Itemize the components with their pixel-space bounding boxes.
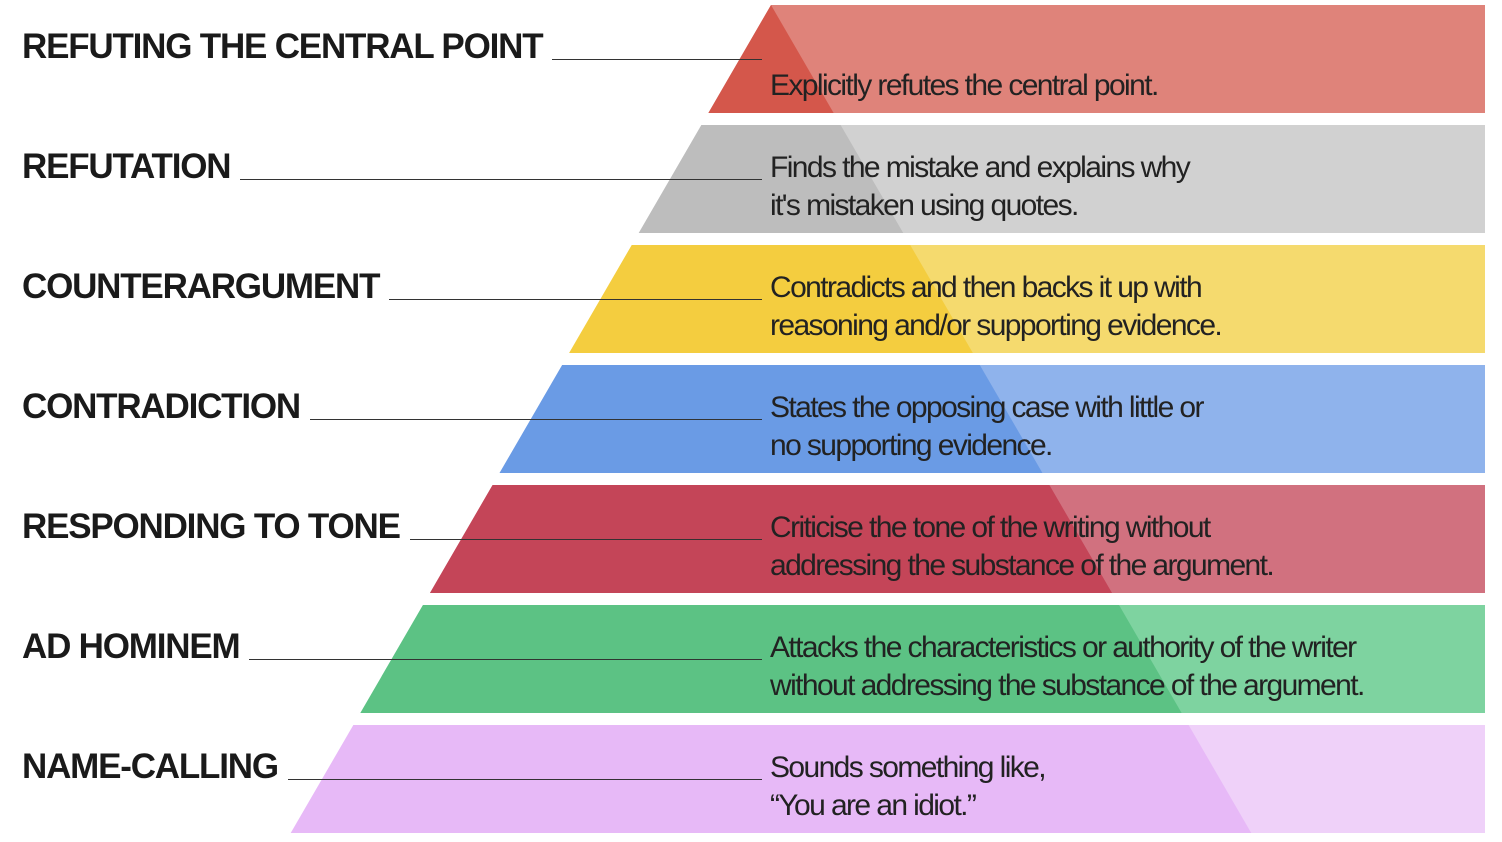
level-label: REFUTING THE CENTRAL POINT [22,27,544,66]
description-line: Attacks the characteristics or authority… [770,631,1357,664]
band-3-dark [569,245,973,353]
description-line: addressing the substance of the argument… [770,549,1275,582]
leader-line [552,59,762,60]
level-row: REFUTING THE CENTRAL POINT [22,27,762,67]
band-2-dark [638,125,904,233]
level-description: Criticise the tone of the writing withou… [770,509,1275,585]
leader-line [249,659,762,660]
band-5-dark [429,485,1113,593]
leader-line [409,539,762,540]
level-row: AD HOMINEM [22,627,762,667]
level-description: Contradicts and then backs it up with rea… [770,269,1223,345]
level-description: Finds the mistake and explains why it's m… [770,149,1191,225]
leader-line [240,179,762,180]
level-label: AD HOMINEM [22,627,241,666]
band-4-dark [499,365,1043,473]
description-line: Explicitly refutes the central point. [770,69,1159,102]
description-line: “You are an idiot.” [770,789,977,822]
description-line: Sounds something like, [770,751,1047,784]
description-line: reasoning and/or supporting evidence. [770,309,1223,342]
level-description: Attacks the characteristics or authority… [770,629,1365,705]
level-row: RESPONDING TO TONE [22,507,762,547]
level-label: RESPONDING TO TONE [22,507,401,546]
level-label: CONTRADICTION [22,387,301,426]
band-1-dark [708,5,834,113]
description-line: without addressing the substance of the … [770,669,1365,702]
leader-line [310,419,762,420]
description-line: States the opposing case with little or [770,391,1204,424]
leader-line [389,299,762,300]
level-row: NAME-CALLING [22,747,762,787]
level-label: REFUTATION [22,147,232,186]
level-row: COUNTERARGUMENT [22,267,762,307]
band-6-dark [360,605,1182,713]
level-description: Sounds something like, “You are an idiot.… [770,749,1047,825]
band-1-light [708,5,1485,113]
level-description: States the opposing case with little or n… [770,389,1204,465]
description-line: it's mistaken using quotes. [770,189,1079,222]
level-label: COUNTERARGUMENT [22,267,380,306]
level-row: CONTRADICTION [22,387,762,427]
leader-line [287,779,762,780]
description-line: no supporting evidence. [770,429,1053,462]
band-7-dark [290,725,1252,833]
description-line: Finds the mistake and explains why [770,151,1191,184]
level-label: NAME-CALLING [22,747,279,786]
description-line: Contradicts and then backs it up with [770,271,1203,304]
level-row: REFUTATION [22,147,762,187]
level-description: Explicitly refutes the central point. [770,67,1159,105]
description-line: Criticise the tone of the writing withou… [770,511,1211,544]
